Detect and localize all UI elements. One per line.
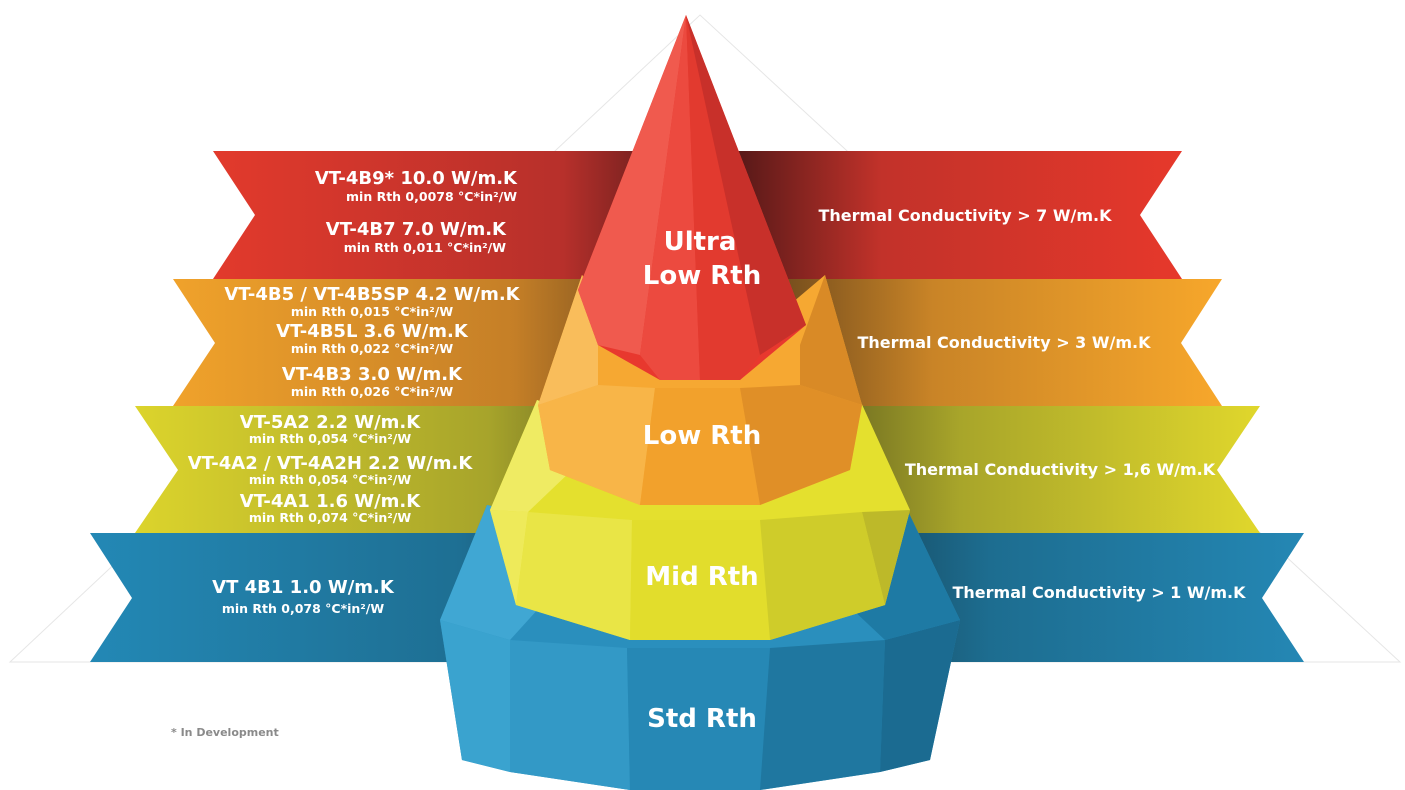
ultra-conductivity-label: Thermal Conductivity > 7 W/m.K	[818, 206, 1112, 225]
product-name: VT-4B7 7.0 W/m.K	[326, 219, 507, 240]
product-name: VT-4A1 1.6 W/m.K	[240, 491, 421, 512]
std-tier-label: Std Rth	[647, 704, 757, 734]
mid-tier-label: Mid Rth	[645, 562, 758, 592]
low-rth-ribbon-left	[173, 279, 660, 406]
low-conductivity-label: Thermal Conductivity > 3 W/m.K	[857, 333, 1151, 352]
ultra-low-rth-ribbon-left	[213, 151, 680, 279]
product-rth: min Rth 0,011 °C*in²/W	[344, 240, 506, 255]
product-rth: min Rth 0,022 °C*in²/W	[291, 341, 453, 356]
product-rth: min Rth 0,054 °C*in²/W	[249, 472, 411, 487]
product-rth: min Rth 0,078 °C*in²/W	[222, 601, 384, 616]
product-name: VT-5A2 2.2 W/m.K	[240, 412, 421, 433]
ultra-low-rth-tier	[578, 15, 806, 380]
product-name: VT-4A2 / VT-4A2H 2.2 W/m.K	[188, 453, 474, 474]
product-name: VT-4B5L 3.6 W/m.K	[276, 321, 469, 342]
product-name: VT-4B9* 10.0 W/m.K	[315, 168, 518, 189]
mid-conductivity-label: Thermal Conductivity > 1,6 W/m.K	[905, 460, 1216, 479]
product-rth: min Rth 0,074 °C*in²/W	[249, 510, 411, 525]
low-rth-ribbon-right	[740, 279, 1222, 406]
product-name: VT-4B3 3.0 W/m.K	[282, 364, 463, 385]
ultra-tier-label-line1: Ultra	[664, 227, 737, 257]
product-rth: min Rth 0,026 °C*in²/W	[291, 384, 453, 399]
ultra-tier-label-line2: Low Rth	[643, 261, 761, 291]
product-rth: min Rth 0,0078 °C*in²/W	[346, 189, 517, 204]
product-name: VT 4B1 1.0 W/m.K	[212, 577, 395, 598]
std-conductivity-label: Thermal Conductivity > 1 W/m.K	[952, 583, 1246, 602]
product-rth: min Rth 0,015 °C*in²/W	[291, 304, 453, 319]
product-rth: min Rth 0,054 °C*in²/W	[249, 431, 411, 446]
footnote: * In Development	[171, 726, 279, 739]
ultra-low-rth-ribbon-right	[720, 151, 1182, 279]
product-name: VT-4B5 / VT-4B5SP 4.2 W/m.K	[224, 284, 520, 305]
low-tier-label: Low Rth	[643, 421, 761, 451]
